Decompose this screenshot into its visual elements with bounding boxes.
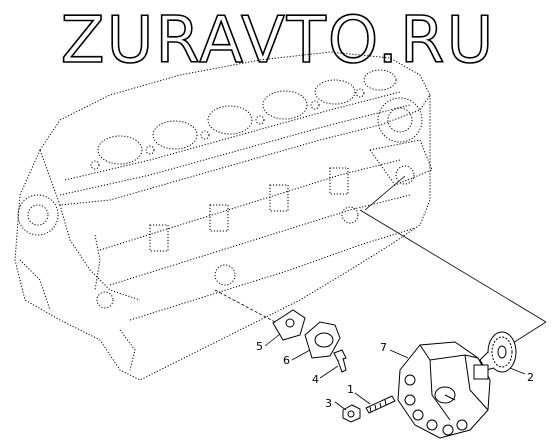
callout-7: 7 (380, 341, 387, 354)
callout-2: 2 (527, 371, 534, 384)
callout-4: 4 (312, 373, 319, 386)
watermark-text: ZURAVTO.RU (61, 4, 496, 74)
callout-leaders (264, 333, 526, 411)
cover-plate-part-6 (304, 321, 341, 359)
engine-block (14, 51, 433, 381)
callout-3: 3 (325, 397, 332, 410)
injection-pump-part-7 (397, 341, 491, 439)
leader-lines (214, 175, 547, 349)
nut-part-3 (342, 404, 361, 423)
callout-6: 6 (283, 354, 290, 367)
bolt-part-4 (333, 349, 347, 373)
callout-1: 1 (347, 383, 354, 396)
stud-part-1 (365, 395, 396, 414)
watermark-logo: ZURAVTO.RU (60, 3, 496, 74)
gasket-part-5 (272, 309, 306, 341)
callout-5: 5 (256, 340, 263, 353)
